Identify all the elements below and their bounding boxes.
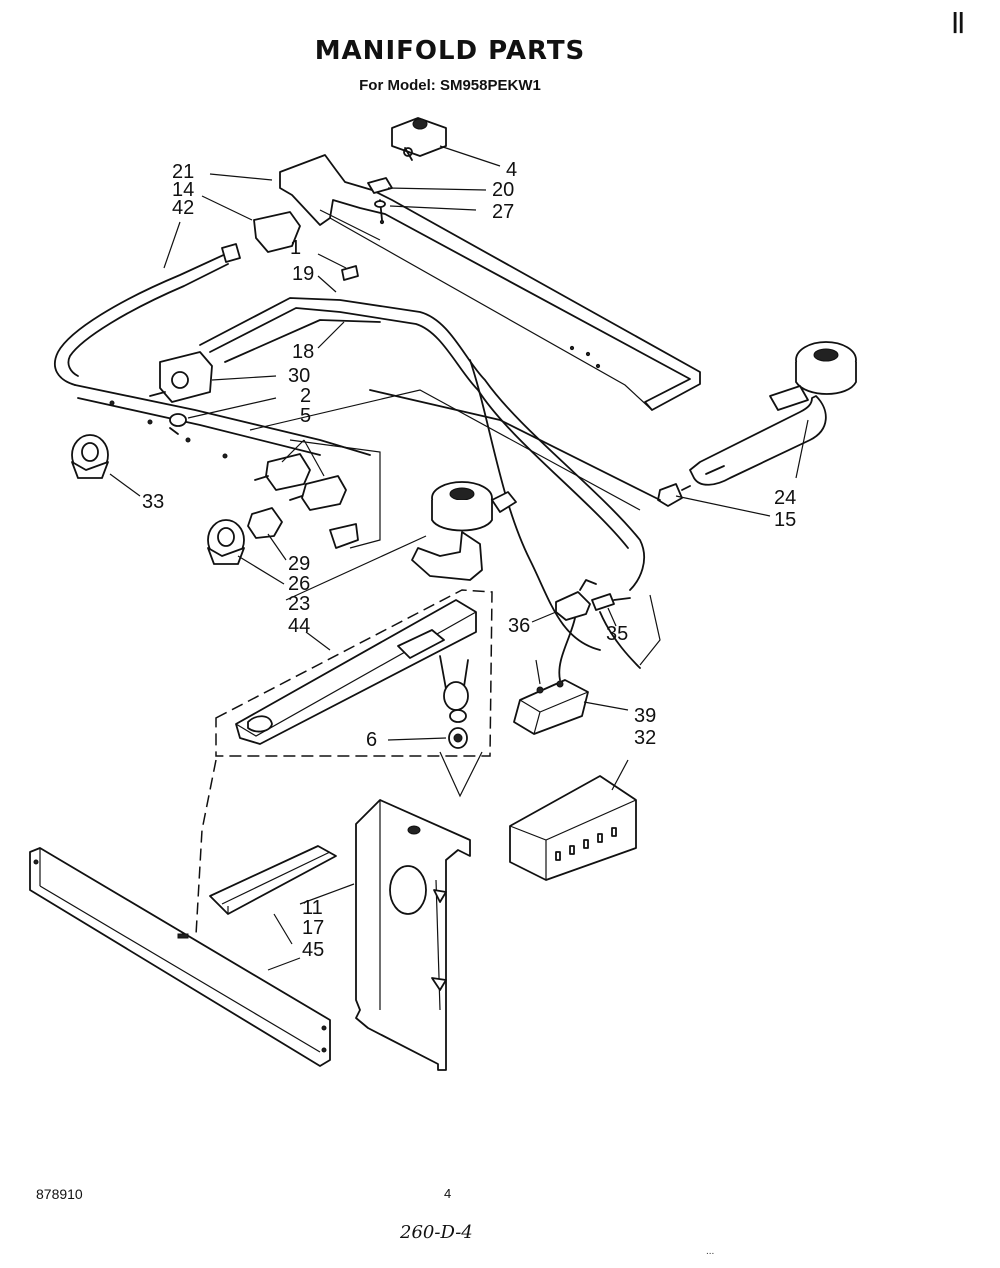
callout-36: 36 — [508, 615, 530, 637]
manifold-pipe — [74, 384, 371, 459]
part-23-burner — [411, 481, 517, 581]
part-15-orifice-hood — [657, 483, 691, 507]
callout-1: 1 — [290, 237, 301, 259]
part-4-valve-top — [391, 117, 447, 161]
page-number: 4 — [444, 1186, 452, 1201]
model-subtitle: For Model: SM958PEKW1 — [359, 77, 541, 94]
part-21-manifold-rail — [279, 154, 701, 411]
part-32-cover-box — [509, 775, 637, 881]
callout-26: 26 — [288, 573, 310, 595]
part-1-clip — [341, 265, 359, 281]
callout-35: 35 — [606, 623, 628, 645]
part-11-shield-panel — [355, 799, 471, 1071]
callout-18: 18 — [292, 341, 314, 363]
part-30-valve — [149, 351, 213, 403]
part-2-orifice — [169, 413, 187, 435]
callout-30: 30 — [288, 365, 310, 387]
part-6-orifice — [448, 727, 468, 749]
part-6-indicator — [439, 751, 483, 798]
part-26-knob — [207, 519, 245, 565]
part-36-ignitor — [555, 579, 597, 621]
part-18-tube — [224, 319, 601, 651]
callout-6: 6 — [366, 729, 377, 751]
callout-27: 27 — [492, 201, 514, 223]
callout-29: 29 — [288, 553, 310, 575]
part-5-outline — [249, 389, 641, 549]
callout-19: 19 — [292, 263, 314, 285]
callout-39: 39 — [634, 705, 656, 727]
burner-supply-line — [369, 389, 661, 501]
assembly-dashed-link — [195, 759, 217, 936]
callout-20: 20 — [492, 179, 514, 201]
part-5-valves — [254, 453, 359, 549]
handwritten-note: 260-D-4 — [400, 1222, 473, 1243]
callout-45: 45 — [302, 939, 324, 961]
part-42-gas-tube — [53, 243, 241, 386]
callout-15: 15 — [774, 509, 796, 531]
callout-24: 24 — [774, 487, 796, 509]
callout-leaders — [109, 145, 809, 971]
callout-14: 14 — [172, 179, 194, 201]
part-14-bracket — [253, 211, 301, 253]
callout-5: 5 — [300, 405, 311, 427]
part-44-oven-burner-assembly — [215, 589, 493, 757]
callout-4: 4 — [506, 159, 517, 181]
callout-11: 11 — [302, 897, 323, 919]
part-29-insert — [247, 507, 283, 539]
callout-23: 23 — [288, 593, 310, 615]
part-39-spark-module — [513, 679, 589, 735]
part-17-bracket-plate — [209, 845, 337, 915]
callout-labels: 21 14 42 1 19 18 30 2 5 33 29 26 23 44 6… — [142, 159, 796, 961]
part-45-front-panel — [29, 847, 331, 1067]
part-35-electrode — [591, 593, 631, 611]
corner-mark: || — [952, 8, 965, 33]
ignitor-wire — [558, 594, 661, 681]
footer-dots: ... — [706, 1246, 715, 1257]
part-33-knob — [71, 434, 109, 479]
page-title: MANIFOLD PARTS — [314, 36, 586, 66]
callout-42: 42 — [172, 197, 194, 219]
callout-2: 2 — [300, 385, 311, 407]
callout-33: 33 — [142, 491, 164, 513]
callout-32: 32 — [634, 727, 656, 749]
callout-21: 21 — [172, 161, 194, 183]
part-19-tube — [199, 297, 645, 591]
part-24-rear-burner — [689, 341, 857, 486]
callout-17: 17 — [302, 917, 324, 939]
callout-44: 44 — [288, 615, 310, 637]
part-27-screw — [374, 199, 386, 221]
catalog-code: 878910 — [36, 1186, 83, 1202]
